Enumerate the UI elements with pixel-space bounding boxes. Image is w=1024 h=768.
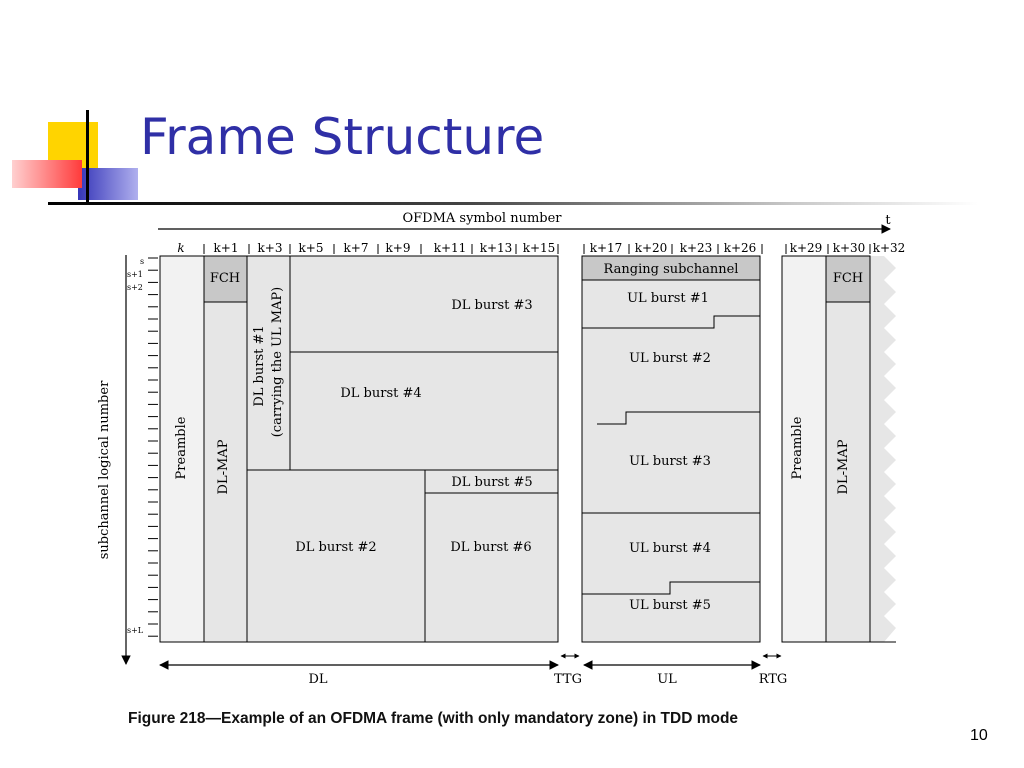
- label-dl-burst-2: DL burst #2: [295, 540, 376, 555]
- label-ul-burst-5: UL burst #5: [629, 598, 711, 613]
- label-ttg: TTG: [554, 672, 582, 687]
- region-dl-burst-6: [424, 492, 559, 643]
- y-axis-label: subchannel logical number: [97, 380, 112, 559]
- label-preamble: Preamble: [174, 416, 189, 479]
- ul-burst-1-boundary: [582, 315, 760, 329]
- symbol-tick-k23: k+23: [680, 241, 713, 255]
- region-dl-map: [203, 301, 248, 643]
- symbol-tick-k7: k+7: [344, 241, 369, 255]
- figure-caption: Figure 218—Example of an OFDMA frame (wi…: [128, 710, 739, 727]
- label-next-preamble: Preamble: [790, 416, 805, 479]
- subchannel-tick-marks: [148, 257, 158, 637]
- label-dl-span: DL: [308, 672, 327, 687]
- symbol-tick-k11: k+11: [434, 241, 467, 255]
- ofdma-frame-diagram: OFDMA symbol number t k k+1 k+3 k+5 k+7 …: [97, 211, 905, 687]
- label-ul-burst-1: UL burst #1: [627, 291, 709, 306]
- symbol-tick-k32: k+32: [873, 241, 906, 255]
- region-next-zigzag-edge: [870, 256, 896, 642]
- subchannel-tick-s2: s+2: [127, 283, 143, 292]
- label-next-dl-map: DL-MAP: [836, 439, 851, 494]
- label-dl-burst-5: DL burst #5: [451, 475, 532, 490]
- time-label: t: [885, 213, 891, 228]
- label-rtg: RTG: [759, 672, 788, 687]
- symbol-tick-separators: [203, 244, 871, 254]
- symbol-tick-k3: k+3: [258, 241, 283, 255]
- symbol-tick-k5: k+5: [299, 241, 324, 255]
- region-dl-burst-2: [246, 469, 426, 643]
- region-ranging: [581, 255, 761, 281]
- region-fch: [203, 255, 248, 303]
- label-dl-burst-1-line2: (carrying the UL MAP): [270, 287, 285, 438]
- label-next-fch: FCH: [833, 271, 863, 286]
- label-fch: FCH: [210, 271, 240, 286]
- region-dl-burst-4: [289, 351, 559, 471]
- label-ranging: Ranging subchannel: [604, 262, 739, 277]
- decorative-line-vertical: [86, 110, 89, 202]
- title-underline: [48, 202, 978, 205]
- region-preamble: [159, 255, 205, 643]
- region-next-dl-map: [825, 301, 871, 643]
- label-ul-span: UL: [657, 672, 677, 687]
- ul-burst-4-boundary: [582, 581, 760, 595]
- region-dl-burst-1: [246, 255, 291, 471]
- symbol-tick-k26: k+26: [724, 241, 757, 255]
- symbol-tick-k20: k+20: [635, 241, 668, 255]
- decorative-bar-red: [12, 160, 82, 188]
- subchannel-tick-s1: s+1: [127, 270, 143, 279]
- symbol-tick-k: k: [177, 241, 184, 255]
- symbol-tick-k17: k+17: [590, 241, 623, 255]
- label-dl-map: DL-MAP: [216, 439, 231, 494]
- symbol-tick-labels: k k+1 k+3 k+5 k+7 k+9 k+11 k+13 k+15 k+1…: [177, 241, 905, 255]
- subchannel-tick-labels: s s+1 s+2 s+L: [127, 257, 144, 635]
- ul-burst-2-boundary: [597, 411, 760, 425]
- label-dl-burst-6: DL burst #6: [450, 540, 531, 555]
- x-axis-label: OFDMA symbol number: [402, 211, 562, 226]
- symbol-tick-k1: k+1: [214, 241, 239, 255]
- region-dl-burst-3: [289, 255, 559, 353]
- label-ul-burst-3: UL burst #3: [629, 454, 711, 469]
- label-dl-burst-4: DL burst #4: [340, 386, 421, 401]
- subchannel-tick-s: s: [140, 257, 144, 266]
- label-ul-burst-4: UL burst #4: [629, 541, 711, 556]
- symbol-tick-k30: k+30: [833, 241, 866, 255]
- symbol-tick-k29: k+29: [790, 241, 823, 255]
- label-dl-burst-3: DL burst #3: [451, 298, 532, 313]
- label-ul-burst-2: UL burst #2: [629, 351, 711, 366]
- subchannel-tick-sL: s+L: [127, 626, 144, 635]
- symbol-tick-k13: k+13: [480, 241, 513, 255]
- label-dl-burst-1-line1: DL burst #1: [252, 325, 267, 406]
- symbol-tick-k15: k+15: [523, 241, 556, 255]
- slide-title: Frame Structure: [140, 108, 545, 166]
- page-number: 10: [970, 727, 988, 744]
- symbol-tick-k9: k+9: [386, 241, 411, 255]
